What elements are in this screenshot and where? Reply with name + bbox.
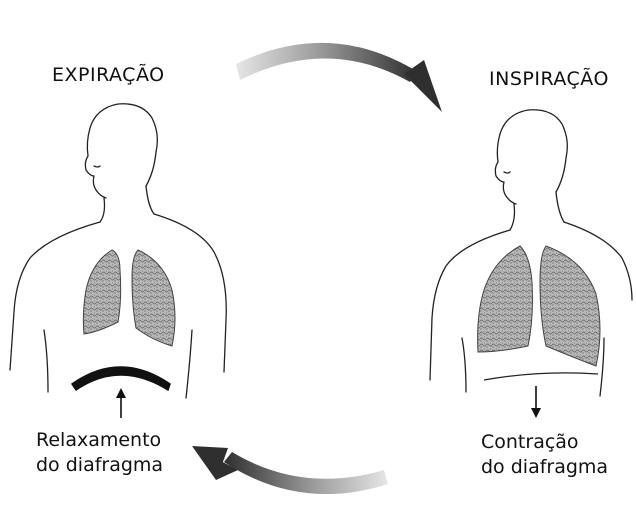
inspiration-caption: Contração do diafragma [481, 430, 608, 480]
cycle-arrow-top [236, 43, 442, 112]
expiration-title: EXPIRAÇÃO [52, 64, 165, 86]
inspiration-right-lung [540, 246, 600, 366]
inspiration-figure [430, 110, 632, 396]
inspiration-down-arrow [531, 386, 541, 418]
expiration-right-lung [132, 250, 175, 346]
inspiration-caption-line1: Contração [481, 430, 608, 455]
expiration-figure [10, 104, 226, 398]
expiration-caption-line1: Relaxamento [36, 428, 163, 453]
expiration-caption-line2: do diafragma [36, 453, 163, 478]
expiration-up-arrow [116, 388, 126, 418]
inspiration-caption-line2: do diafragma [481, 455, 608, 480]
expiration-caption: Relaxamento do diafragma [36, 428, 163, 478]
expiration-diaphragm [72, 367, 170, 390]
inspiration-title: INSPIRAÇÃO [489, 68, 609, 90]
inspiration-diaphragm [484, 373, 598, 380]
cycle-arrow-bottom [192, 446, 388, 494]
expiration-left-lung [83, 250, 120, 334]
inspiration-left-lung [478, 246, 533, 352]
